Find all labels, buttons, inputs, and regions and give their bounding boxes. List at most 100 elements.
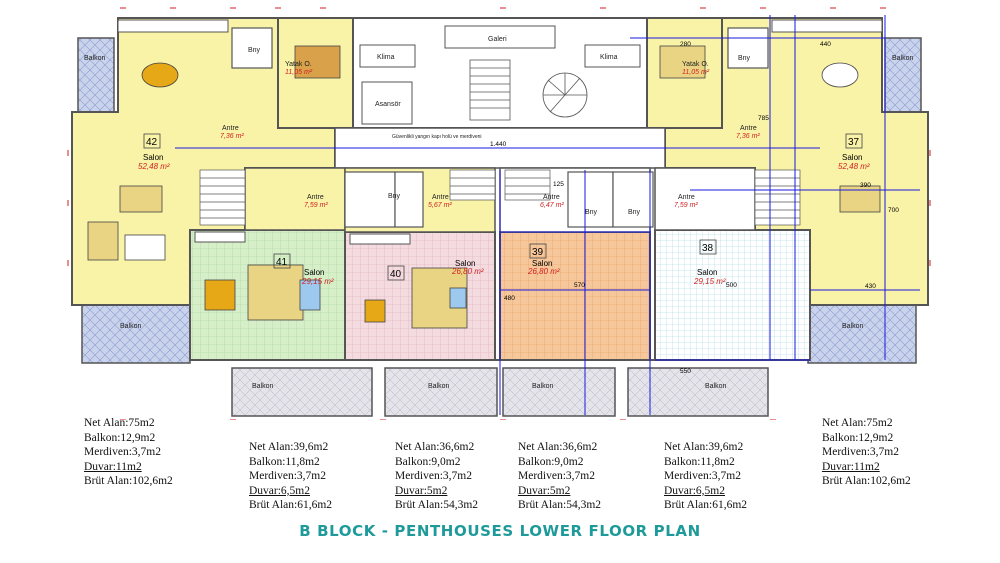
salon-39: Salon xyxy=(532,259,552,268)
dim-280: 280 xyxy=(680,41,691,48)
salon-42-area: 52,48 m² xyxy=(138,162,170,171)
stat-duvar: Duvar:6,5m2 xyxy=(664,484,726,497)
salon-39-area: 26,80 m² xyxy=(527,267,560,276)
stat-duvar: Duvar:5m2 xyxy=(518,484,571,497)
balcony-bottom-1 xyxy=(231,367,373,417)
balcony-top-left xyxy=(77,37,115,114)
label-bny-37: Bny xyxy=(738,55,751,62)
label-bny-41: Bny xyxy=(388,193,401,200)
unit-number-42: 42 xyxy=(146,137,158,148)
core-stairs xyxy=(469,59,588,121)
stat-merdiven: Merdiven:3,7m2 xyxy=(664,470,741,483)
label-antre-39-area: 6,47 m² xyxy=(540,202,564,209)
stat-brut: Brüt Alan:102,6m2 xyxy=(84,475,173,488)
label-yatak-right: Yatak O. xyxy=(682,61,709,68)
label-balkon-br: Balkon xyxy=(842,323,864,330)
stats-unit-39: Net Alan:36,6m2 Balkon:9,0m2 Merdiven:3,… xyxy=(518,440,601,513)
label-balkon-b1: Balkon xyxy=(252,383,274,390)
salon-41: Salon xyxy=(304,268,324,277)
stat-merdiven: Merdiven:3,7m2 xyxy=(84,446,161,459)
dim-125: 125 xyxy=(553,181,564,188)
stat-balkon: Balkon:12,9m2 xyxy=(822,431,894,444)
dim-570: 570 xyxy=(574,282,585,289)
stat-balkon: Balkon:9,0m2 xyxy=(395,455,461,468)
balcony-top-right xyxy=(884,37,922,114)
salon-41-area: 29,15 m² xyxy=(301,277,334,286)
stat-balkon: Balkon:11,8m2 xyxy=(249,455,320,468)
dim-430: 430 xyxy=(865,283,876,290)
stat-duvar: Duvar:11m2 xyxy=(84,460,142,473)
label-antre-41: Antre xyxy=(307,194,324,201)
dim-785: 785 xyxy=(758,115,769,122)
label-antre-41-area: 7,59 m² xyxy=(304,202,328,209)
label-yatak-right-area: 11,05 m² xyxy=(682,69,710,76)
salon-37: Salon xyxy=(842,153,862,162)
unit-41-antre xyxy=(244,167,346,231)
dim-700: 700 xyxy=(888,207,899,214)
kitchen-counters xyxy=(117,19,883,245)
unit-stairs xyxy=(199,169,801,226)
stat-net: Net Alan:75m2 xyxy=(84,417,155,429)
unit-number-37: 37 xyxy=(848,137,860,148)
elevator xyxy=(361,81,413,125)
stats-unit-42: Net Alan:75m2 Balkon:12,9m2 Merdiven:3,7… xyxy=(84,416,173,489)
balcony-bottom-3 xyxy=(502,367,616,417)
stat-balkon: Balkon:11,8m2 xyxy=(664,455,735,468)
label-klima-right: Klima xyxy=(600,54,618,61)
klima-right xyxy=(584,44,641,68)
label-bny-39: Bny xyxy=(585,209,598,216)
label-antre-38-area: 7,59 m² xyxy=(674,202,698,209)
label-balkon-b2: Balkon xyxy=(428,383,450,390)
label-balkon-b4: Balkon xyxy=(705,383,727,390)
label-yatak-left-area: 11,05 m² xyxy=(285,69,313,76)
stat-net: Net Alan:36,6m2 xyxy=(518,441,598,453)
stats-unit-41: Net Alan:39,6m2 Balkon:11,8m2 Merdiven:3… xyxy=(249,440,332,513)
balcony-bottom-4 xyxy=(627,367,769,417)
label-antre-37-area: 7,36 m² xyxy=(736,133,760,140)
label-yangin-note: Güvenlikli yangın kapı holü ve merdiveni xyxy=(392,134,482,140)
salon-38-area: 29,15 m² xyxy=(693,277,726,286)
label-antre-38: Antre xyxy=(678,194,695,201)
furniture xyxy=(87,45,881,329)
dim-550: 550 xyxy=(680,368,691,375)
balcony-bottom-left xyxy=(81,304,191,364)
salon-40-area: 26,80 m² xyxy=(451,267,484,276)
dim-500: 500 xyxy=(726,282,737,289)
stat-brut: Brüt Alan:61,6m2 xyxy=(249,499,333,512)
unit-number-38: 38 xyxy=(702,243,714,254)
stat-merdiven: Merdiven:3,7m2 xyxy=(822,446,899,459)
stat-net: Net Alan:75m2 xyxy=(822,417,893,429)
balcony-bottom-right xyxy=(807,304,917,364)
stat-net: Net Alan:39,6m2 xyxy=(664,441,744,453)
stat-merdiven: Merdiven:3,7m2 xyxy=(518,470,595,483)
floor-plan: Balkon Balkon Balkon Balkon Balkon Balko… xyxy=(67,7,931,420)
stat-brut: Brüt Alan:54,3m2 xyxy=(518,499,602,512)
label-bny-38: Bny xyxy=(628,209,641,216)
stat-merdiven: Merdiven:3,7m2 xyxy=(249,470,326,483)
salon-37-area: 52,48 m² xyxy=(838,162,870,171)
unit-39-area xyxy=(499,231,651,361)
dim-390: 390 xyxy=(860,182,871,189)
stat-balkon: Balkon:12,9m2 xyxy=(84,431,156,444)
unit-number-39: 39 xyxy=(532,247,544,258)
label-yatak-left: Yatak O. xyxy=(285,61,312,68)
plan-caption: B BLOCK - PENTHOUSES LOWER FLOOR PLAN xyxy=(299,522,701,540)
stat-duvar: Duvar:6,5m2 xyxy=(249,484,311,497)
klima-left xyxy=(359,44,416,68)
stat-duvar: Duvar:5m2 xyxy=(395,484,448,497)
label-antre-42-area: 7,36 m² xyxy=(220,133,244,140)
stat-brut: Brüt Alan:54,3m2 xyxy=(395,499,479,512)
dim-440: 440 xyxy=(820,41,831,48)
stat-balkon: Balkon:9,0m2 xyxy=(518,455,584,468)
galeri-area xyxy=(444,25,556,49)
bedroom-right xyxy=(646,17,723,129)
stats-unit-37: Net Alan:75m2 Balkon:12,9m2 Merdiven:3,7… xyxy=(822,416,911,489)
salon-38: Salon xyxy=(697,268,717,277)
dim-480: 480 xyxy=(504,295,515,302)
stats-unit-40: Net Alan:36,6m2 Balkon:9,0m2 Merdiven:3,… xyxy=(395,440,478,513)
label-balkon-tr: Balkon xyxy=(892,55,914,62)
dimension-ticks xyxy=(67,7,931,420)
label-klima-left: Klima xyxy=(377,54,395,61)
label-antre-42: Antre xyxy=(222,125,239,132)
label-galeri: Galeri xyxy=(488,36,507,43)
